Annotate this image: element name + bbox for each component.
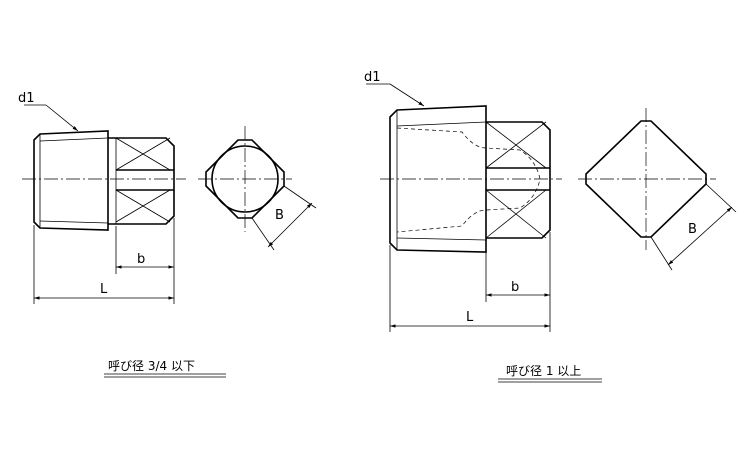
left-caption: 呼び径 3/4 以下: [104, 359, 226, 378]
left-B-label: B: [275, 208, 284, 223]
right-b-dimension: b: [485, 232, 551, 332]
left-d1-label: d1: [18, 91, 35, 106]
left-b-dimension: b: [115, 218, 175, 304]
small-plug-side-view: [22, 130, 186, 231]
right-b-label: b: [511, 280, 519, 295]
right-caption: 呼び径 1 以上: [498, 364, 602, 383]
right-B-dimension: B: [650, 183, 737, 271]
right-d1-label: d1: [364, 70, 381, 85]
left-caption-text: 呼び径 3/4 以下: [108, 359, 195, 373]
left-b-label: b: [137, 252, 145, 267]
right-L-dimension: L: [389, 245, 550, 332]
right-d1-leader: d1: [364, 70, 425, 107]
right-B-label: B: [688, 222, 697, 237]
left-B-dimension: B: [251, 185, 317, 251]
right-L-label: L: [466, 310, 474, 325]
large-plug-side-view: [380, 105, 562, 253]
left-d1-leader: d1: [18, 91, 79, 132]
left-L-label: L: [100, 282, 108, 297]
right-caption-text: 呼び径 1 以上: [506, 364, 581, 378]
left-L-dimension: L: [33, 225, 174, 304]
